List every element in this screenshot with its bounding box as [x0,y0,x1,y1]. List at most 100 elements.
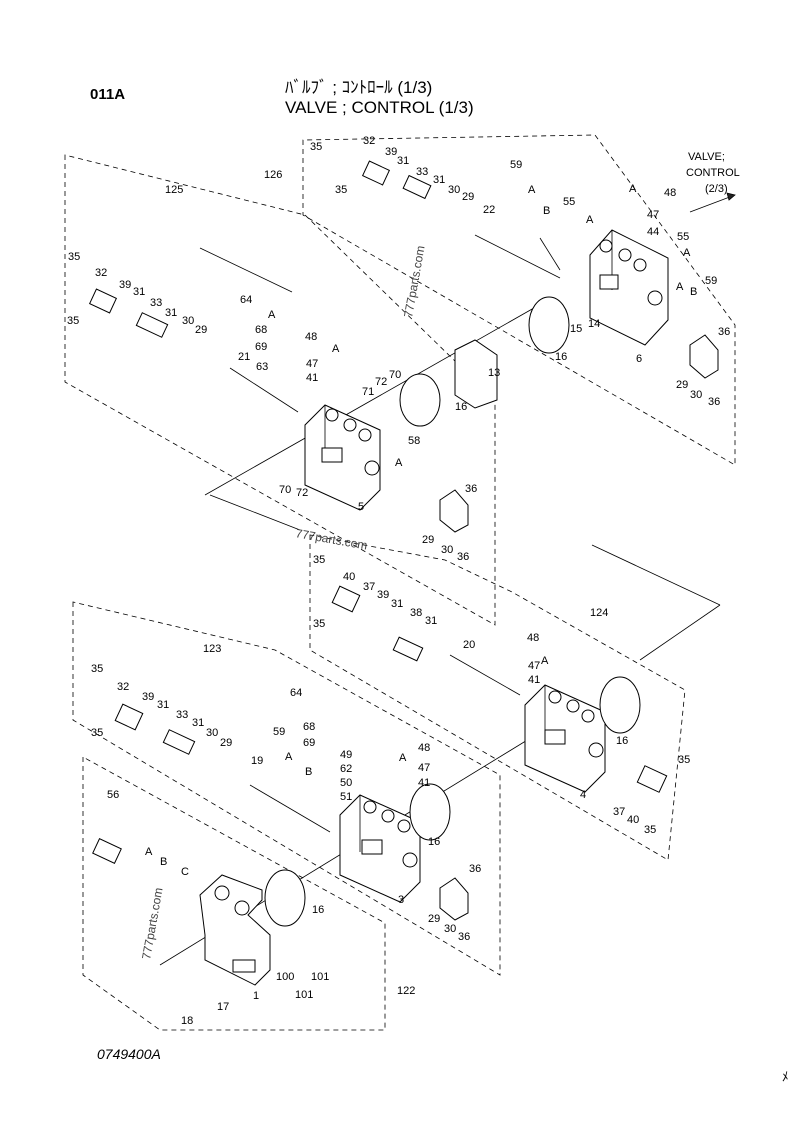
part-callout: 30 [206,727,218,739]
part-callout: 32 [117,681,129,693]
valve-body-5 [304,404,381,511]
part-callout: 30 [182,315,194,327]
part-callout: 32 [363,135,375,147]
part-callout: 29 [462,191,474,203]
part-callout: 5 [358,501,364,513]
page-title-japanese: ﾊﾞﾙﾌﾞ ; ｺﾝﾄﾛｰﾙ (1/3) [285,78,433,97]
part-callout: 51 [340,791,352,803]
part-callout: A [332,343,340,355]
part-callout: 31 [391,598,403,610]
part-callout: 101 [295,989,313,1001]
group-label: 126 [264,169,282,181]
part-callout: A [629,183,637,195]
group-label: 125 [165,184,183,196]
part-callout: 48 [527,632,539,644]
part-callout: 69 [303,737,315,749]
part-callout: 41 [528,674,540,686]
part-callout: A [528,184,536,196]
part-callout: 100 [276,971,294,983]
part-callout: 71 [362,386,374,398]
part-callout: 15 [570,323,582,335]
group-label: 122 [397,985,415,997]
boundary-122 [82,756,386,1031]
part-callout: 19 [251,755,263,767]
part-callout: 29 [422,534,434,546]
part-callout: 36 [458,931,470,943]
part-callout: 62 [340,763,352,775]
caps [88,160,668,864]
watermark: 777parts.com [139,886,165,960]
part-callout: 22 [483,204,495,216]
part-callout: 35 [67,315,79,327]
boundary-126 [302,134,736,466]
part-callout: 30 [690,389,702,401]
valve-body-4 [524,684,606,793]
drawing-number: 0749400A [97,1046,161,1062]
part-callout: 35 [68,251,80,263]
part-callout: 30 [448,184,460,196]
part-callout: 32 [95,267,107,279]
part-callout: C [181,866,189,878]
part-callout: 37 [613,806,625,818]
part-callout: A [683,247,691,259]
part-callout: 48 [664,187,676,199]
part-callout: 49 [340,749,352,761]
part-callout: 30 [444,923,456,935]
part-callout: 18 [181,1015,193,1027]
part-callout: 20 [463,639,475,651]
part-callout: 47 [647,209,659,221]
part-callout: 33 [150,297,162,309]
part-callout: 101 [311,971,329,983]
part-callout: 69 [255,341,267,353]
page-code: 011A [90,86,126,103]
part-callout: A [676,281,684,293]
part-callout: 16 [455,401,467,413]
part-callout: 33 [416,166,428,178]
boundary-123 [72,601,501,976]
part-callout: 33 [176,709,188,721]
part-callout: 17 [217,1001,229,1013]
part-callout: 16 [555,351,567,363]
part-callout: 29 [676,379,688,391]
part-callout: B [305,766,312,778]
part-callout: 13 [488,367,500,379]
part-callout: 37 [363,581,375,593]
part-callout: 31 [133,286,145,298]
o-rings [264,296,641,927]
part-callout: 36 [708,396,720,408]
part-callout: 35 [644,824,656,836]
part-callout: 47 [306,358,318,370]
part-callout: 63 [256,361,268,373]
part-callout: B [543,205,550,217]
part-callout: 36 [465,483,477,495]
part-callout: 31 [433,174,445,186]
part-callout: 36 [718,326,730,338]
part-callout: 35 [91,727,103,739]
part-callout: A [268,309,276,321]
part-callout: 16 [428,836,440,848]
covers [439,334,719,921]
part-callout: 59 [510,159,522,171]
part-callout: 21 [238,351,250,363]
springs [135,174,432,755]
part-callout: 1 [253,990,259,1002]
part-callout: 3 [398,894,404,906]
part-callout: 47 [418,762,430,774]
part-callout: B [690,286,697,298]
group-label: 124 [590,607,608,619]
part-callout: 29 [428,913,440,925]
part-callout: 64 [240,294,252,306]
part-callout: 55 [563,196,575,208]
part-callout: 6 [636,353,642,365]
part-callout: 68 [255,324,267,336]
part-callout: 35 [678,754,690,766]
part-callout: 56 [107,789,119,801]
part-callout: 39 [119,279,131,291]
boundary-125 [64,154,496,626]
part-callout: 39 [385,146,397,158]
part-callout: 29 [220,737,232,749]
part-callout: 40 [627,814,639,826]
corner-mark: ﾒ [782,1069,789,1084]
part-callout: 38 [410,607,422,619]
